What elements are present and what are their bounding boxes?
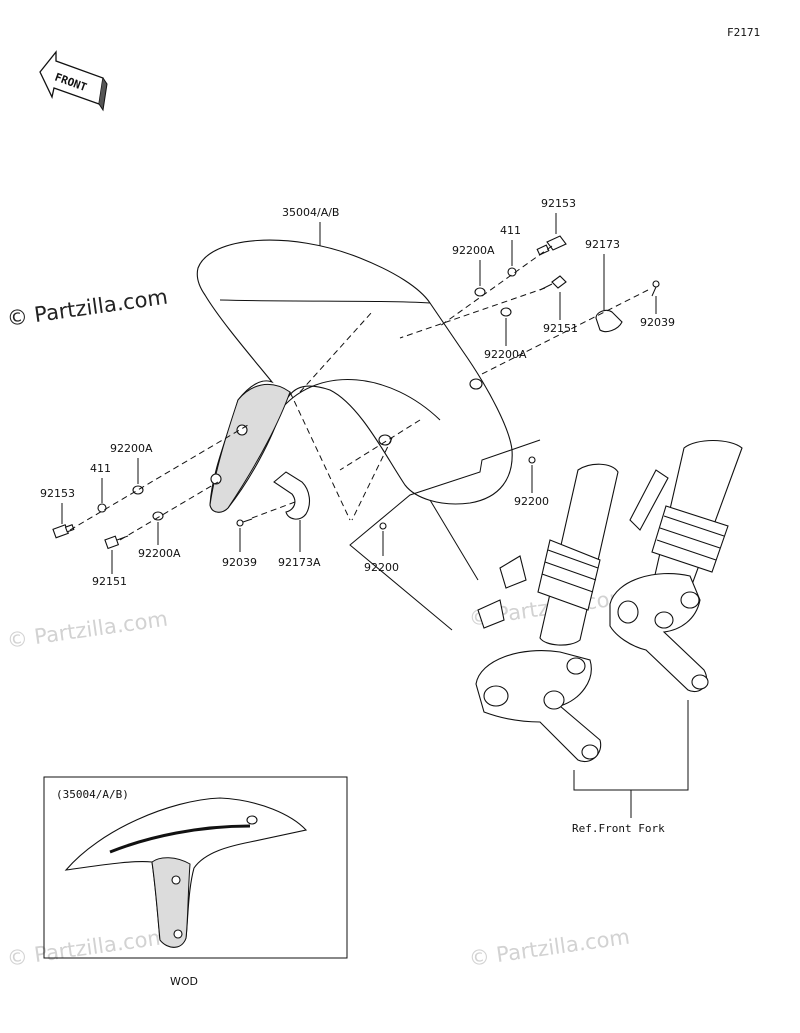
- front-fork-right-drawing: [609, 440, 743, 692]
- label-bolt-left-low: 92151: [92, 575, 127, 588]
- inset-caption: WOD: [170, 975, 198, 988]
- bolt-92153-left-icon: [52, 524, 75, 539]
- bolt-92153-top-icon: [536, 235, 567, 256]
- label-washer-right: 92200A: [484, 348, 527, 361]
- figure-code: F2171: [727, 26, 760, 39]
- label-screw-right: 92039: [640, 316, 675, 329]
- washer-92200a-right-icon: [500, 307, 512, 317]
- watermark-bottom-right: © Partzilla.com: [467, 925, 631, 971]
- label-washer-small-right: 92200: [514, 495, 549, 508]
- washer-92200a-left-low-icon: [152, 511, 164, 521]
- inset-fender-drawing: [64, 797, 308, 948]
- label-washer-small-center: 92200: [364, 561, 399, 574]
- label-washer-left-low: 92200A: [138, 547, 181, 560]
- ref-front-fork-label: Ref.Front Fork: [572, 822, 665, 835]
- label-bolt-right: 92151: [543, 322, 578, 335]
- inset-title: (35004/A/B): [56, 788, 129, 801]
- watermark-main: © Partzilla.com: [5, 285, 169, 331]
- washer-92200-right-icon: [528, 456, 536, 464]
- label-collar-left: 411: [90, 462, 111, 475]
- label-bolt-top: 92153: [541, 197, 576, 210]
- watermark-bottom-left: © Partzilla.com: [5, 925, 169, 971]
- clamp-92173-icon: [595, 309, 623, 333]
- screw-92039-left-icon: [236, 518, 253, 527]
- label-bolt-left: 92153: [40, 487, 75, 500]
- screw-92039-right-icon: [651, 280, 660, 297]
- washer-92200a-left-icon: [132, 485, 144, 495]
- label-clamp-left: 92173A: [278, 556, 321, 569]
- label-collar-top: 411: [500, 224, 521, 237]
- label-fender: 35004/A/B: [282, 206, 339, 219]
- collar-411-left-icon: [97, 503, 107, 513]
- washer-92200-center-icon: [379, 522, 387, 530]
- front-fender-drawing: [196, 239, 513, 513]
- label-clamp-right: 92173: [585, 238, 620, 251]
- label-screw-left: 92039: [222, 556, 257, 569]
- washer-92200a-top-icon: [474, 287, 486, 297]
- watermark-left: © Partzilla.com: [5, 607, 169, 653]
- label-washer-left: 92200A: [110, 442, 153, 455]
- label-washer-top: 92200A: [452, 244, 495, 257]
- front-arrow-icon: FRONT: [39, 50, 108, 112]
- clamp-92173a-icon: [273, 471, 311, 520]
- front-fork-left-drawing: [475, 463, 619, 762]
- inset-box: [43, 776, 348, 959]
